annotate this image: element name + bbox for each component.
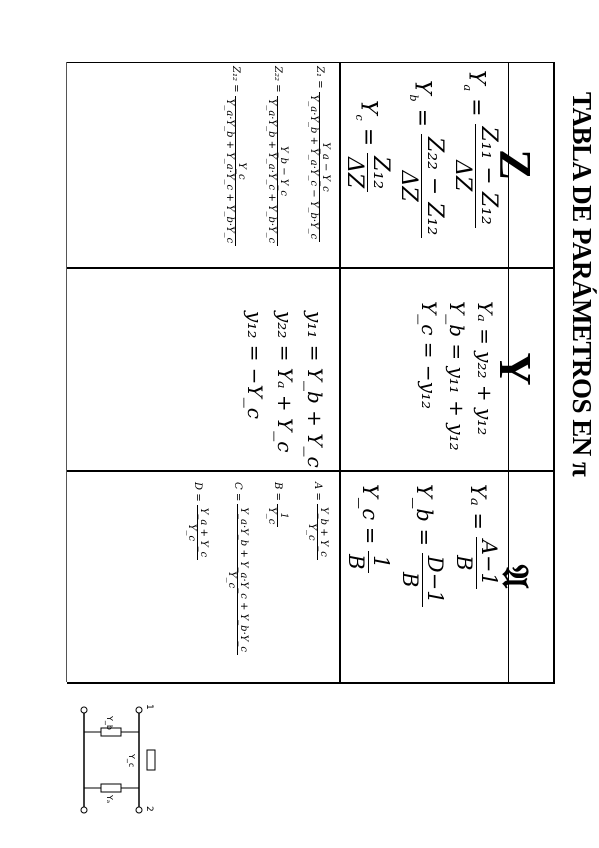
- col-separator-1: [67, 267, 555, 269]
- table-bottom-line: [66, 62, 67, 682]
- column-header-y: Y: [490, 352, 541, 386]
- z-yc-lhs: Y: [355, 100, 381, 115]
- pi-circuit-diagram: 1 2 Y_b Y_c Yₐ: [80, 704, 156, 814]
- z-yb-lhs: Y: [409, 80, 435, 95]
- circuit-node-2-label: 2: [144, 806, 154, 812]
- y-eq-yc: Y_c = −y₁₂: [417, 301, 441, 409]
- y-eq-y22: y₂₂ = Yₐ + Y_c: [273, 311, 297, 453]
- table-right-line: [67, 682, 555, 684]
- y-eq-y12: y₁₂ = −Y_c: [243, 311, 267, 419]
- y-params-cell: Yₐ = y₂₂ + y₁₂ Y_b = y₁₁ + y₁₂ Y_c = −y₁…: [349, 275, 499, 465]
- y-inverse-cell: y₁₁ = Y_b + Y_c y₂₂ = Yₐ + Y_c y₁₂ = −Y_…: [73, 275, 331, 468]
- col-separator-2: [67, 470, 555, 472]
- terminal-1-top: [135, 706, 143, 714]
- page-title: TABLA DE PARÁMETROS EN π: [567, 92, 597, 477]
- y-eq-y11: y₁₁ = Y_b + Y_c: [303, 311, 327, 468]
- table-top-line: [553, 62, 555, 682]
- y-eq-ya: Yₐ = y₂₂ + y₁₂: [473, 301, 497, 436]
- circuit-yc-label: Y_c: [127, 753, 136, 767]
- z-ya-lhs: Y: [463, 70, 489, 85]
- circuit-node-1-label: 1: [144, 704, 154, 710]
- admittance-yc-box: [146, 749, 156, 771]
- circuit-ya-label: Yₐ: [105, 794, 114, 803]
- row-separator-line: [339, 62, 341, 682]
- terminal-2-top: [135, 806, 143, 814]
- y-eq-yb: Y_b = y₁₁ + y₁₂: [445, 301, 469, 451]
- circuit-yb-label: Y_b: [105, 715, 114, 730]
- terminal-1-bottom: [80, 706, 88, 714]
- terminal-2-bottom: [80, 806, 88, 814]
- admittance-ya-box: [100, 783, 122, 793]
- table-left-line: [67, 62, 555, 63]
